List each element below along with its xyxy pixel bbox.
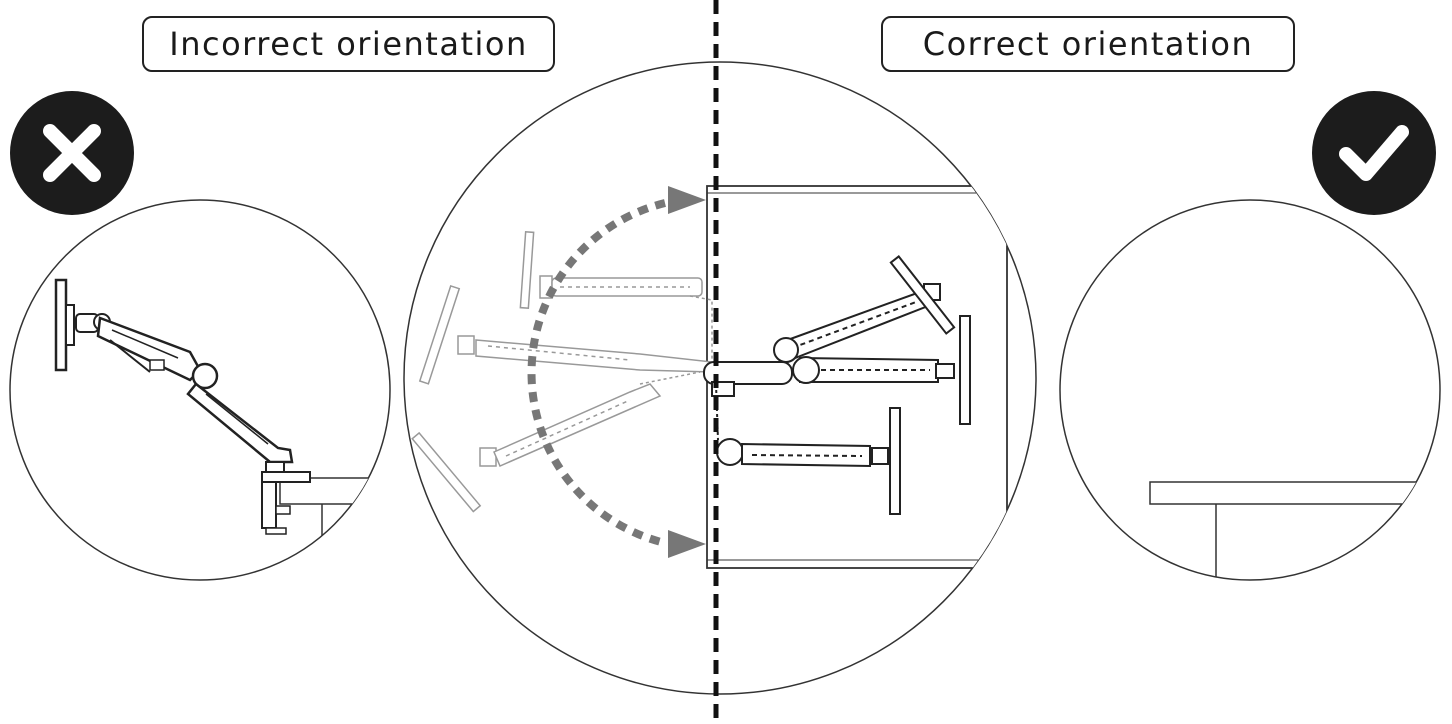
x-mark-icon xyxy=(10,91,134,215)
correct-orientation-label: Correct orientation xyxy=(881,16,1295,72)
arrow-head-icon xyxy=(668,186,706,214)
arrow-head-icon xyxy=(668,530,706,558)
correct-arms xyxy=(703,255,971,515)
check-mark-icon xyxy=(1312,91,1436,215)
incorrect-example xyxy=(9,199,391,581)
incorrect-orientation-label: Incorrect orientation xyxy=(142,16,555,72)
swing-arc xyxy=(527,186,706,558)
top-view-diagram xyxy=(403,61,1037,695)
correct-example xyxy=(1059,199,1441,581)
